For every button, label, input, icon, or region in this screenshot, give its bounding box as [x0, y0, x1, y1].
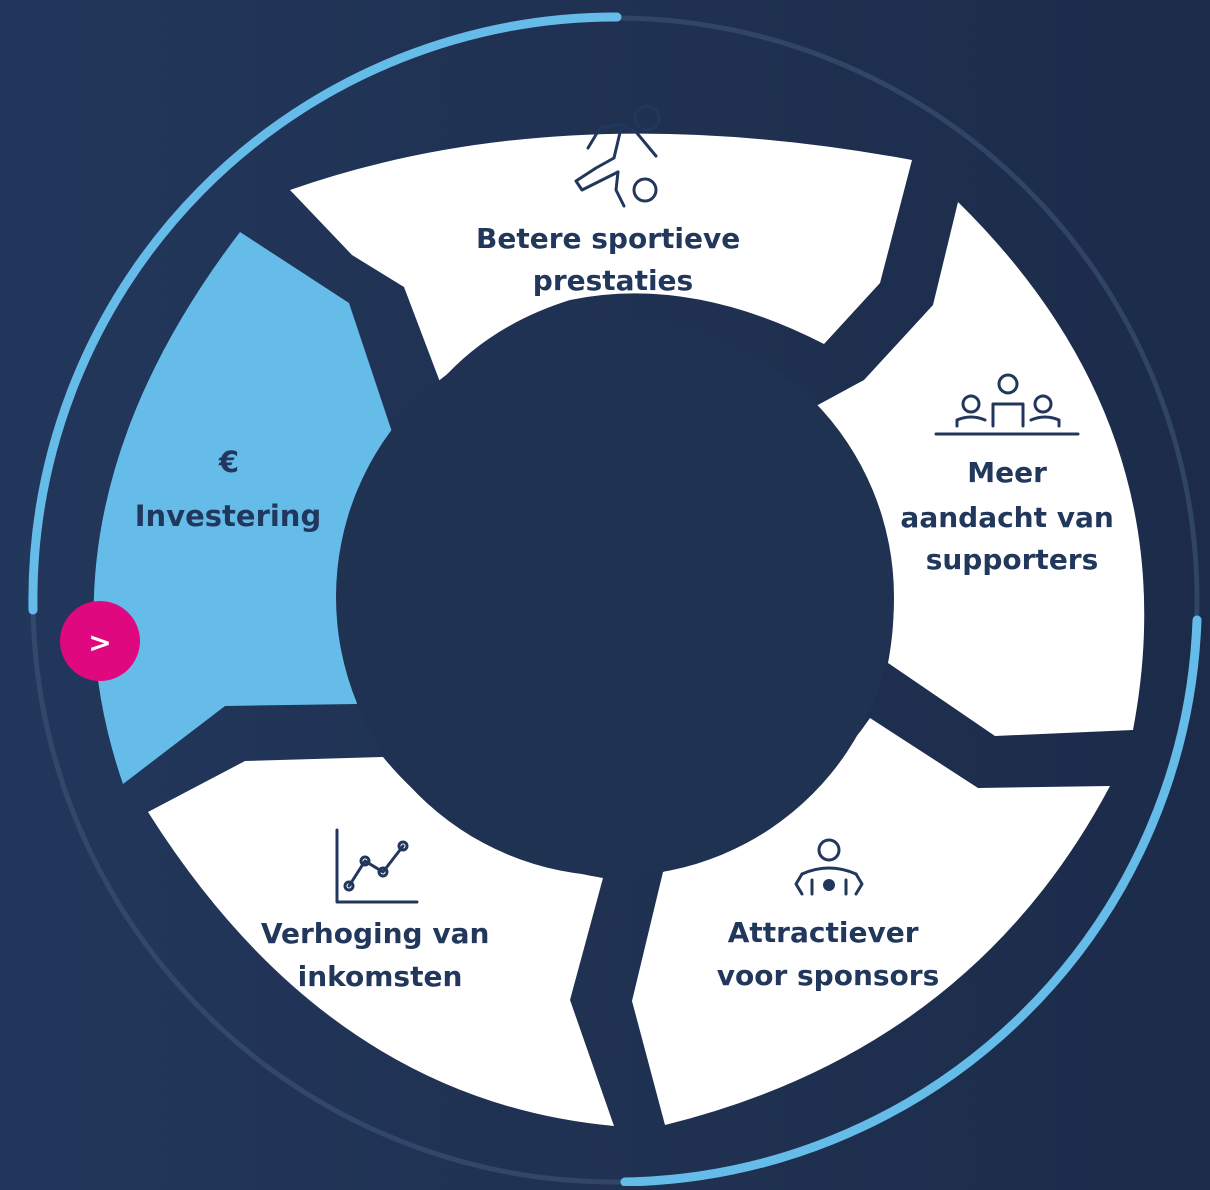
label-sportieve-prestaties: Betere sportieve prestaties: [476, 222, 750, 297]
center-hub: [336, 318, 894, 876]
outer-ring-accent-bottom: [620, 615, 1202, 1187]
label-inkomsten-line-2: inkomsten: [298, 960, 463, 993]
label-supporters-line-1: Meer: [967, 456, 1047, 489]
label-inkomsten-line-1: Verhoging van: [261, 917, 490, 950]
label-inkomsten: Verhoging van inkomsten: [261, 917, 499, 993]
sponsor-icon: [794, 838, 864, 896]
football-player-icon: [574, 104, 661, 208]
label-sponsors-line-2: voor sponsors: [717, 959, 940, 992]
segment-investering[interactable]: [93, 232, 393, 784]
label-supporters-line-2: aandacht van: [900, 501, 1113, 534]
label-sportieve-line-1: Betere sportieve: [476, 222, 740, 255]
segment-sponsors[interactable]: [632, 718, 1110, 1125]
next-button-circle[interactable]: [60, 601, 140, 681]
outer-ring-accent-top: [28, 12, 622, 615]
label-investering: Investering: [135, 499, 321, 533]
audience-icon: [934, 373, 1080, 436]
next-arrow-icon[interactable]: >: [88, 626, 111, 659]
growth-chart-icon: [335, 828, 419, 904]
segment-sportieve-prestaties[interactable]: [290, 133, 912, 382]
euro-icon: €: [218, 445, 239, 479]
label-sportieve-line-2: prestaties: [533, 264, 693, 297]
segment-supporters[interactable]: [816, 202, 1145, 736]
label-supporters-line-3: supporters: [926, 543, 1099, 576]
label-sponsors-line-1: Attractiever: [728, 916, 919, 949]
label-supporters: Meer aandacht van supporters: [900, 456, 1123, 576]
next-button[interactable]: >: [60, 601, 140, 681]
sponsor-icon-dot: [823, 879, 835, 891]
label-sponsors: Attractiever voor sponsors: [717, 916, 940, 992]
